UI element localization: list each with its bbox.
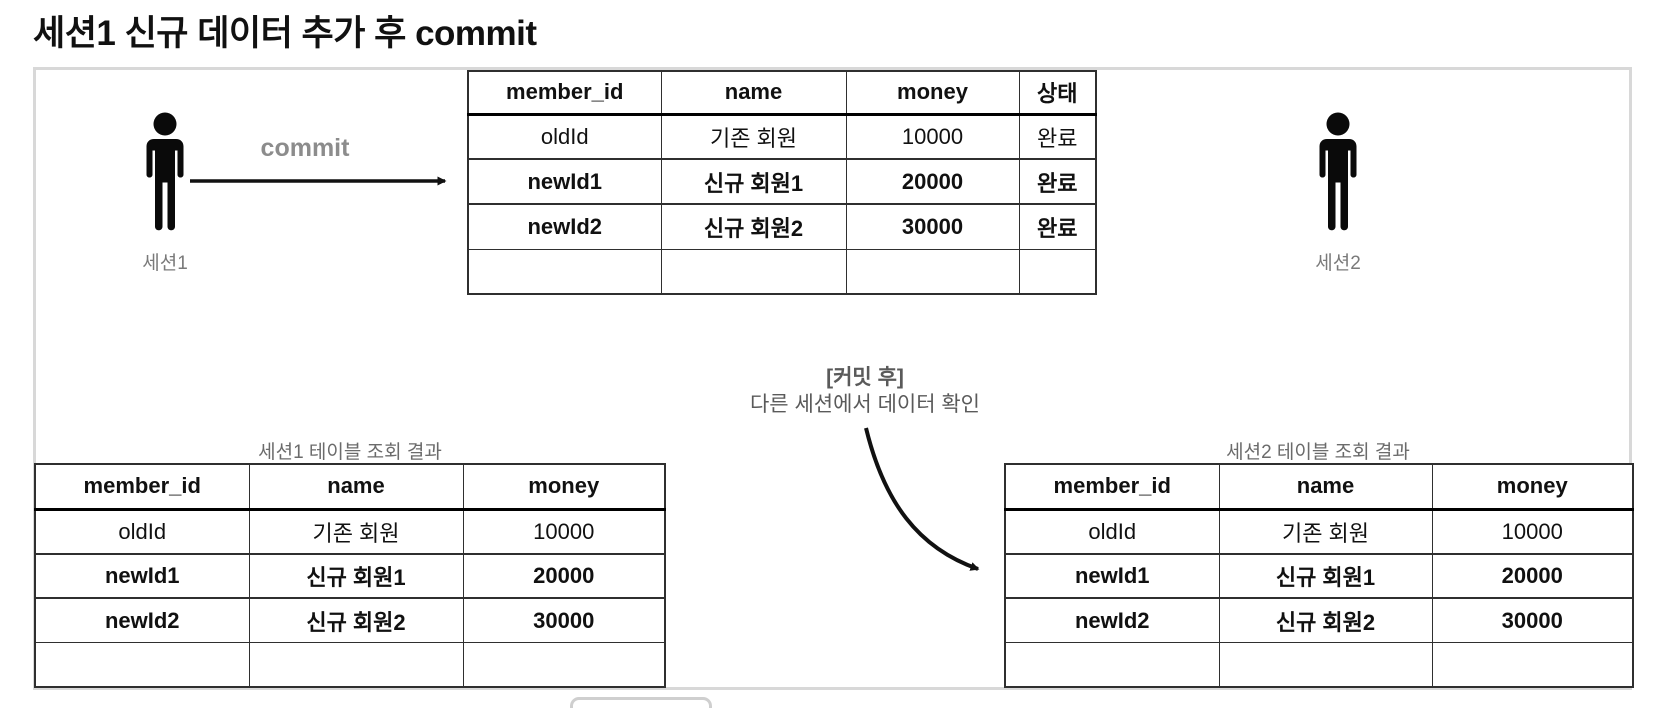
cell: 30000 <box>845 203 1020 250</box>
table-row: oldId 기존 회원 10000 <box>34 508 666 554</box>
cell: oldId <box>1004 508 1220 554</box>
cell: 신규 회원2 <box>660 203 847 250</box>
col-member-id: member_id <box>467 70 662 116</box>
cell <box>1218 642 1433 688</box>
table-header-row: member_id name money <box>34 463 666 511</box>
annotation-line2: 다른 세션에서 데이터 확인 <box>749 393 981 417</box>
person-icon-session1 <box>134 112 196 240</box>
cell <box>845 248 1020 295</box>
cell: 10000 <box>1431 508 1634 554</box>
cell: 신규 회원1 <box>248 552 464 599</box>
cell: 기존 회원 <box>660 113 847 160</box>
cell: 기존 회원 <box>248 508 464 554</box>
session2-result-table: member_id name money oldId 기존 회원 10000 n… <box>1004 463 1634 688</box>
cell: newId2 <box>467 203 662 250</box>
session2-actor-label: 세션2 <box>1315 253 1361 274</box>
col-member-id: member_id <box>1004 463 1220 511</box>
col-member-id: member_id <box>34 463 250 511</box>
cell: newId2 <box>34 597 250 643</box>
commit-arrow-label: commit <box>260 134 350 162</box>
col-money: money <box>845 70 1020 116</box>
col-money: money <box>1431 463 1634 511</box>
partial-bottom-button[interactable] <box>570 697 712 708</box>
col-money: money <box>462 463 666 511</box>
cell <box>467 248 662 295</box>
table-row: oldId 기존 회원 10000 완료 <box>467 113 1097 160</box>
cell <box>1004 642 1220 688</box>
cell <box>248 642 464 688</box>
annotation-line1: [커밋 후] <box>826 366 904 389</box>
cell <box>462 642 666 688</box>
cell: newId2 <box>1004 597 1220 643</box>
table-row: newId2 신규 회원2 30000 <box>1004 597 1634 643</box>
session2-result-caption: 세션2 테이블 조회 결과 <box>1226 442 1410 463</box>
table-row: newId1 신규 회원1 20000 <box>34 552 666 599</box>
table-row: newId2 신규 회원2 30000 <box>34 597 666 643</box>
main-commit-table: member_id name money 상태 oldId 기존 회원 1000… <box>467 70 1097 295</box>
session1-actor-label: 세션1 <box>142 253 188 274</box>
cell: newId1 <box>467 158 662 205</box>
cell: 10000 <box>462 508 666 554</box>
cell: 20000 <box>1431 552 1634 599</box>
cell: 신규 회원1 <box>660 158 847 205</box>
cell: 신규 회원2 <box>1218 597 1433 643</box>
table-header-row: member_id name money <box>1004 463 1634 511</box>
cell <box>660 248 847 295</box>
table-row-empty <box>1004 642 1634 688</box>
cell: oldId <box>467 113 662 160</box>
cell <box>1431 642 1634 688</box>
table-row-empty <box>467 248 1097 295</box>
col-name: name <box>248 463 464 511</box>
cell: 완료 <box>1018 158 1097 205</box>
table-header-row: member_id name money 상태 <box>467 70 1097 116</box>
cell: 10000 <box>845 113 1020 160</box>
cell: 완료 <box>1018 203 1097 250</box>
cell: 30000 <box>1431 597 1634 643</box>
session1-result-table: member_id name money oldId 기존 회원 10000 n… <box>34 463 666 688</box>
cell: 완료 <box>1018 113 1097 160</box>
table-row-empty <box>34 642 666 688</box>
table-row: newId1 신규 회원1 20000 완료 <box>467 158 1097 205</box>
after-commit-annotation: [커밋 후] 다른 세션에서 데이터 확인 <box>715 364 1015 419</box>
cell: oldId <box>34 508 250 554</box>
col-name: name <box>660 70 847 116</box>
table-row: oldId 기존 회원 10000 <box>1004 508 1634 554</box>
page-title: 세션1 신규 데이터 추가 후 commit <box>33 14 537 53</box>
table-row: newId1 신규 회원1 20000 <box>1004 552 1634 599</box>
cell <box>1018 248 1097 295</box>
cell: 20000 <box>462 552 666 599</box>
cell: 신규 회원1 <box>1218 552 1433 599</box>
col-name: name <box>1218 463 1433 511</box>
cell: 30000 <box>462 597 666 643</box>
cell: 20000 <box>845 158 1020 205</box>
session1-result-caption: 세션1 테이블 조회 결과 <box>258 442 442 463</box>
col-status: 상태 <box>1018 70 1097 116</box>
person-icon-session2 <box>1307 112 1369 240</box>
table-row: newId2 신규 회원2 30000 완료 <box>467 203 1097 250</box>
cell: 기존 회원 <box>1218 508 1433 554</box>
cell: newId1 <box>34 552 250 599</box>
cell <box>34 642 250 688</box>
cell: newId1 <box>1004 552 1220 599</box>
cell: 신규 회원2 <box>248 597 464 643</box>
